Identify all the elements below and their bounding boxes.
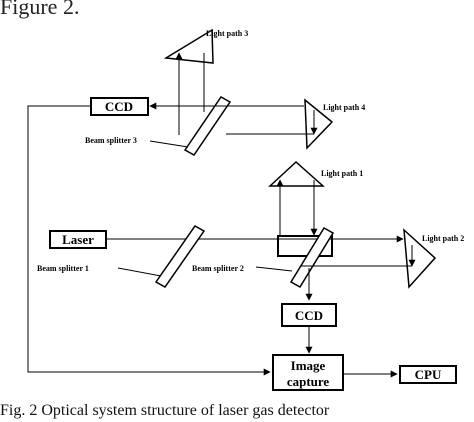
light-path-1-label: Light path 1 <box>321 169 363 178</box>
beam-splitter-3-label: Beam splitter 3 <box>85 136 137 145</box>
beam-splitter-2-label: Beam splitter 2 <box>192 264 244 273</box>
figure-caption: Fig. 2 Optical system structure of laser… <box>0 402 330 419</box>
ccd-bottom-label: CCD <box>295 308 323 323</box>
image-capture-label-line1: Image <box>291 358 326 373</box>
prism-light-path-4 <box>304 98 334 150</box>
light-path-2-label: Light path 2 <box>422 234 464 243</box>
beam-splitter-3-pointer <box>149 140 189 148</box>
image-capture-label-line2: capture <box>287 374 330 389</box>
laser-label: Laser <box>62 232 94 247</box>
cpu-label: CPU <box>415 367 442 382</box>
prism-light-path-2 <box>403 228 437 289</box>
beam-splitter-2-plate <box>289 226 335 289</box>
gas-cell <box>277 235 333 257</box>
beam-splitter-3-plate <box>183 96 232 156</box>
beam-splitter-1-plate <box>154 225 206 288</box>
figure-reference-text: Figure 2. <box>0 0 80 19</box>
light-path-3-label: Light path 3 <box>206 29 248 38</box>
feedback-line-ccd-to-capture <box>27 105 271 376</box>
beam-splitter-2-pointer <box>255 266 293 272</box>
beam-splitter-1-label: Beam splitter 1 <box>37 264 89 273</box>
prism-light-path-1 <box>268 160 325 187</box>
light-path-4-label: Light path 4 <box>323 103 365 112</box>
ccd-top-label: CCD <box>105 99 133 114</box>
image-capture-box <box>272 354 344 391</box>
cpu-box <box>399 365 457 384</box>
prism-light-path-3 <box>163 28 214 64</box>
beam-splitter-1-pointer <box>117 267 162 277</box>
